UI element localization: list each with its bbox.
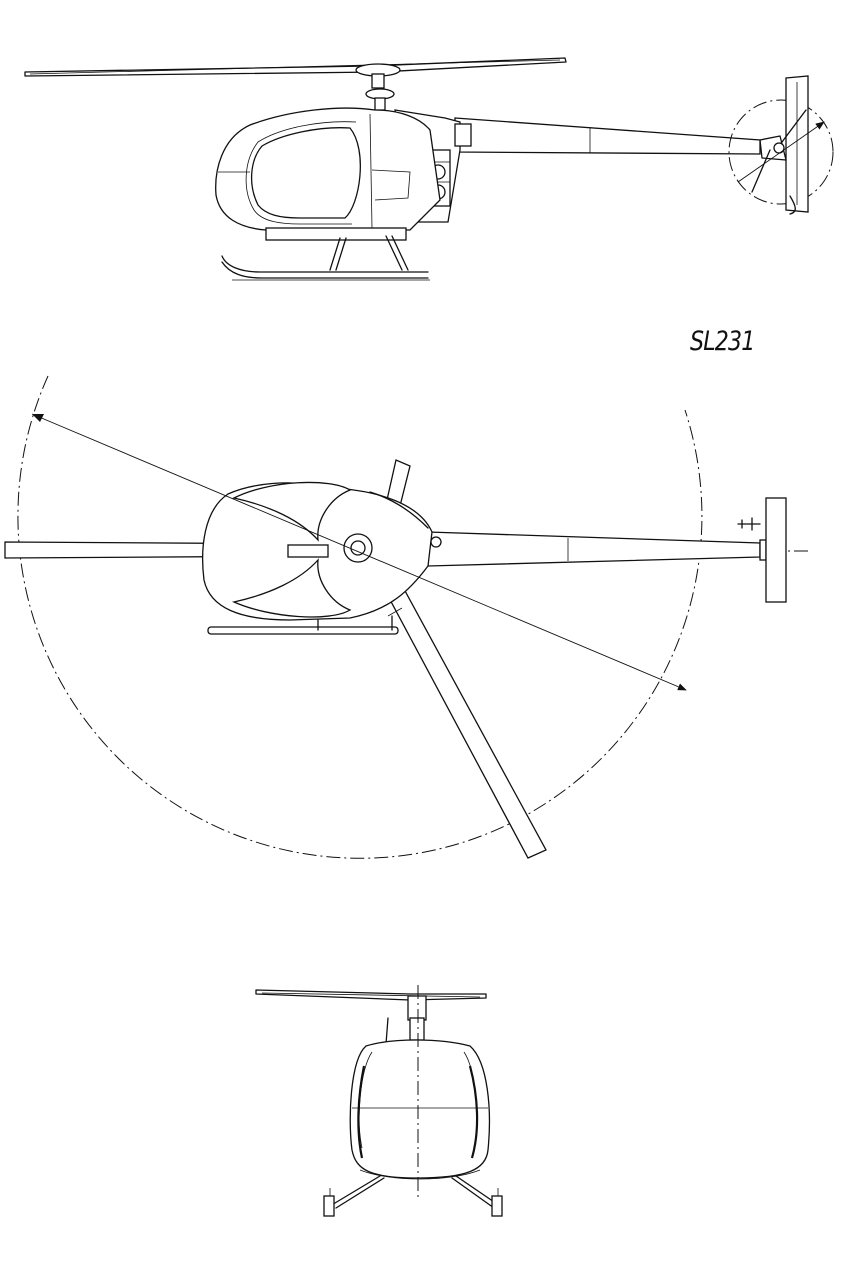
side-view xyxy=(24,57,834,281)
front-landing-gear xyxy=(323,1175,503,1217)
side-main-rotor xyxy=(24,57,567,111)
front-main-rotor xyxy=(255,989,487,1045)
top-fuselage xyxy=(202,481,442,621)
side-cabin xyxy=(215,107,441,241)
top-diameter-dimension xyxy=(31,413,687,691)
model-label: SL231 xyxy=(690,326,755,357)
top-rotor-disk xyxy=(17,375,703,859)
top-tail-boom xyxy=(427,497,787,603)
side-landing-skids xyxy=(221,235,430,281)
front-fuselage xyxy=(349,1039,491,1180)
side-tail-rotor xyxy=(728,75,834,215)
top-view xyxy=(4,375,812,859)
side-tail-boom xyxy=(454,117,761,155)
front-view xyxy=(255,985,503,1217)
top-skid xyxy=(207,615,399,635)
